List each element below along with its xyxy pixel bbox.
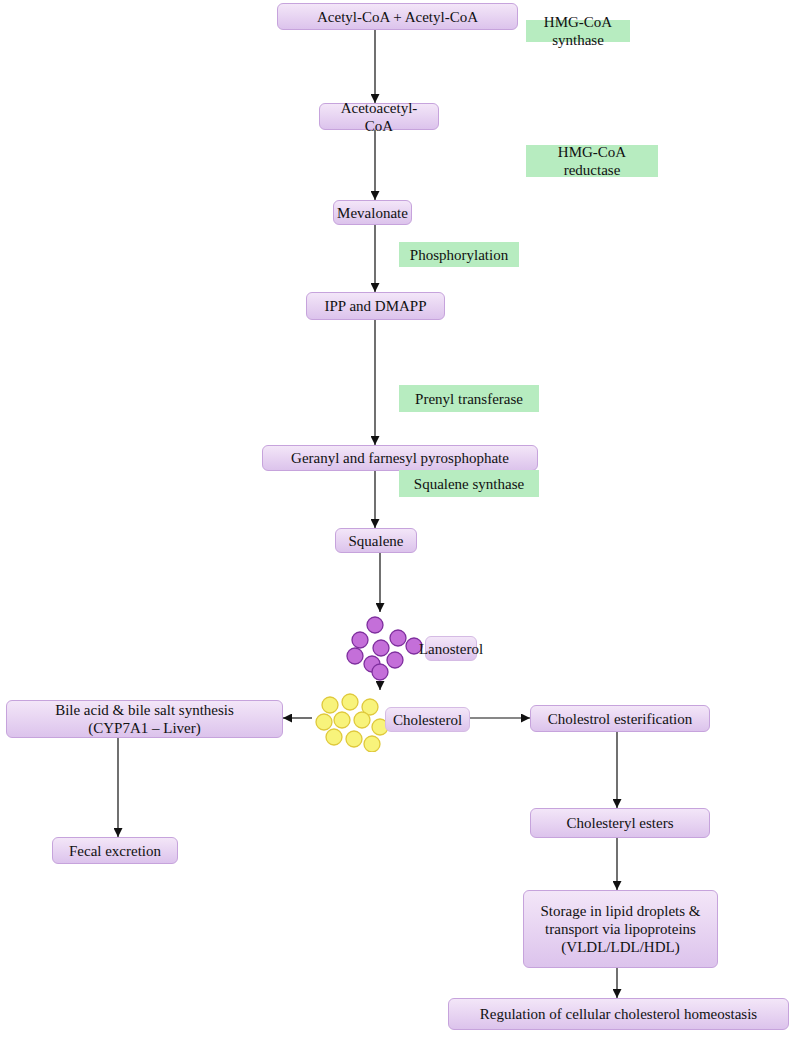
molecule-circle (373, 640, 389, 656)
molecule-circle (326, 729, 342, 745)
molecule-circle (367, 617, 383, 633)
node-text: IPP and DMAPP (325, 297, 427, 315)
process-box: Fecal excretion (52, 837, 178, 864)
process-box: Storage in lipid droplets & transport vi… (523, 890, 718, 968)
node-text: Cholestrol esterification (548, 710, 693, 728)
flow-arrow (616, 838, 617, 890)
molecule-circle (354, 712, 370, 728)
molecule-label-box: Cholesterol (385, 707, 470, 732)
flow-arrow (117, 738, 118, 837)
molecule-label-box: Lanosterol (425, 636, 477, 661)
molecule-circle (334, 712, 350, 728)
node-text: Phosphorylation (410, 246, 508, 264)
flow-arrow (374, 320, 375, 445)
node-text: Storage in lipid droplets & transport vi… (530, 902, 711, 956)
molecule-cluster: Cholesterol (312, 690, 470, 752)
molecule-circle (390, 630, 406, 646)
process-box: Cholestrol esterification (530, 705, 710, 732)
molecule-circle (372, 664, 388, 680)
node-text: Fecal excretion (69, 842, 161, 860)
molecule-circle (347, 648, 363, 664)
process-box: Acetyl-CoA + Acetyl-CoA (277, 3, 518, 30)
process-box: Mevalonate (333, 200, 412, 225)
node-text: Bile acid & bile salt synthesis (CYP7A1 … (27, 701, 262, 737)
flow-arrow (379, 553, 380, 612)
flow-arrow (374, 130, 375, 200)
node-text: Lanosterol (419, 640, 483, 658)
node-text: Cholesterol (393, 711, 462, 729)
flow-arrow (616, 732, 617, 808)
node-text: Prenyl transferase (415, 390, 523, 408)
flow-arrow (379, 682, 380, 690)
enzyme-label: Squalene synthase (399, 470, 539, 497)
molecule-cluster: Lanosterol (343, 612, 477, 682)
flow-arrow (470, 717, 530, 718)
process-box: Cholesteryl esters (530, 808, 710, 838)
molecule-circle (387, 652, 403, 668)
enzyme-label: Prenyl transferase (399, 385, 539, 412)
node-text: Squalene synthase (414, 475, 524, 493)
process-box: Regulation of cellular cholesterol homeo… (448, 998, 789, 1030)
node-text: Mevalonate (337, 204, 408, 222)
enzyme-label: Phosphorylation (399, 242, 519, 267)
process-box: Bile acid & bile salt synthesis (CYP7A1 … (6, 700, 283, 738)
flow-arrow (616, 968, 617, 998)
node-text: Squalene (349, 532, 404, 550)
molecule-circle (364, 736, 380, 752)
process-box: Geranyl and farnesyl pyrosphophate (262, 445, 538, 471)
node-text: Cholesteryl esters (566, 814, 673, 832)
node-text: Geranyl and farnesyl pyrosphophate (291, 449, 509, 467)
node-text: Acetoacetyl-CoA (328, 99, 430, 135)
flow-arrow (283, 717, 312, 718)
flow-arrow (374, 30, 375, 103)
molecule-circle (352, 632, 368, 648)
enzyme-label: HMG-CoA synthase (526, 20, 630, 42)
flow-arrow (374, 471, 375, 528)
flow-arrow (374, 225, 375, 292)
node-text: HMG-CoA synthase (532, 13, 624, 49)
molecule-circle (346, 731, 362, 747)
molecule-circle (342, 694, 358, 710)
node-text: Regulation of cellular cholesterol homeo… (480, 1005, 757, 1023)
enzyme-label: HMG-CoA reductase (526, 145, 658, 177)
process-box: IPP and DMAPP (306, 292, 445, 320)
process-box: Squalene (335, 528, 417, 553)
molecule-circle (322, 697, 338, 713)
process-box: Acetoacetyl-CoA (319, 103, 439, 130)
node-text: Acetyl-CoA + Acetyl-CoA (317, 8, 478, 26)
molecule-circle (316, 714, 332, 730)
node-text: HMG-CoA reductase (532, 143, 652, 179)
